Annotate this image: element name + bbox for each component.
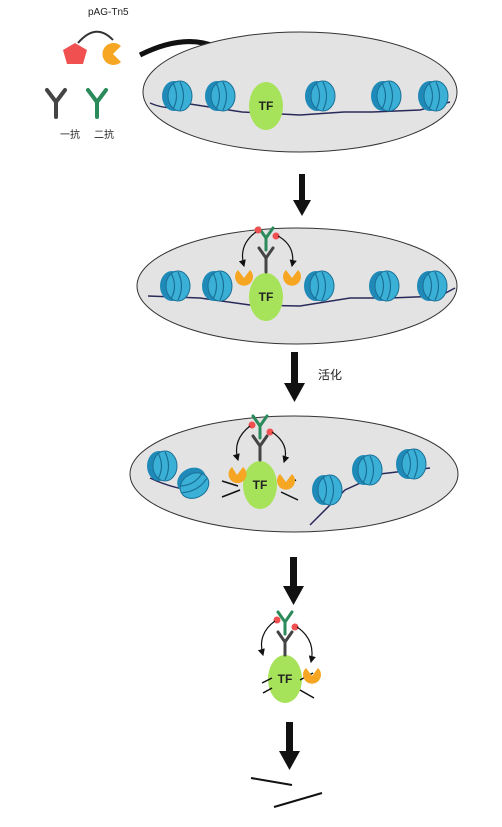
pag-tn5-linker xyxy=(77,30,114,44)
antibody-complex xyxy=(232,414,290,464)
tn5-icon xyxy=(235,270,253,286)
tf-label: TF xyxy=(278,672,293,686)
nucleosome xyxy=(159,270,191,302)
panel-1-nucleus: TF xyxy=(142,31,458,153)
tf-label: TF xyxy=(253,478,268,492)
secondary-antibody-icon xyxy=(86,88,108,119)
nucleosome xyxy=(395,448,427,480)
tn5-icon xyxy=(282,270,301,286)
tn5-icon xyxy=(302,668,321,684)
tf-blob xyxy=(268,655,302,703)
nucleosome xyxy=(417,80,449,112)
nucleosome xyxy=(368,270,400,302)
nucleosome xyxy=(370,80,402,112)
activation-label: 活化 xyxy=(318,368,342,382)
tf-blob xyxy=(249,273,283,321)
step-arrow-4 xyxy=(279,722,300,770)
nucleosome xyxy=(304,80,336,112)
antibody-complex xyxy=(238,226,297,274)
panel-2-nucleus: TF xyxy=(136,226,458,345)
protein-a-g-icon xyxy=(63,43,87,64)
tf-label: TF xyxy=(259,99,274,113)
antibody-complex xyxy=(257,610,316,664)
dna-fragments xyxy=(250,777,323,808)
step-arrow-2 xyxy=(284,352,305,402)
nucleosome xyxy=(201,270,233,302)
primary-antibody-label: 一抗 xyxy=(60,128,80,141)
tn5-icon xyxy=(102,42,121,65)
nucleosome xyxy=(161,80,193,112)
tn5-icon xyxy=(277,474,295,490)
primary-antibody-icon xyxy=(45,88,67,119)
secondary-antibody-label: 二抗 xyxy=(94,128,114,141)
tf-blob xyxy=(249,82,283,130)
step-arrow-1 xyxy=(293,174,311,216)
panel-3-nucleus: TF xyxy=(129,414,459,533)
nucleosome xyxy=(416,270,448,302)
nucleosome xyxy=(146,450,178,482)
nucleosome xyxy=(311,474,343,506)
pag-tn5-label: pAG-Tn5 xyxy=(88,7,129,18)
nucleosome xyxy=(351,454,383,486)
nucleosome xyxy=(204,80,236,112)
released-tf-complex: TF xyxy=(257,610,321,703)
legend: pAG-Tn5 一抗 二抗 xyxy=(45,7,129,141)
tf-label: TF xyxy=(259,290,274,304)
tn5-icon xyxy=(228,467,247,484)
step-arrow-3 xyxy=(283,557,304,605)
nucleosome xyxy=(303,270,335,302)
tf-blob xyxy=(243,461,277,509)
